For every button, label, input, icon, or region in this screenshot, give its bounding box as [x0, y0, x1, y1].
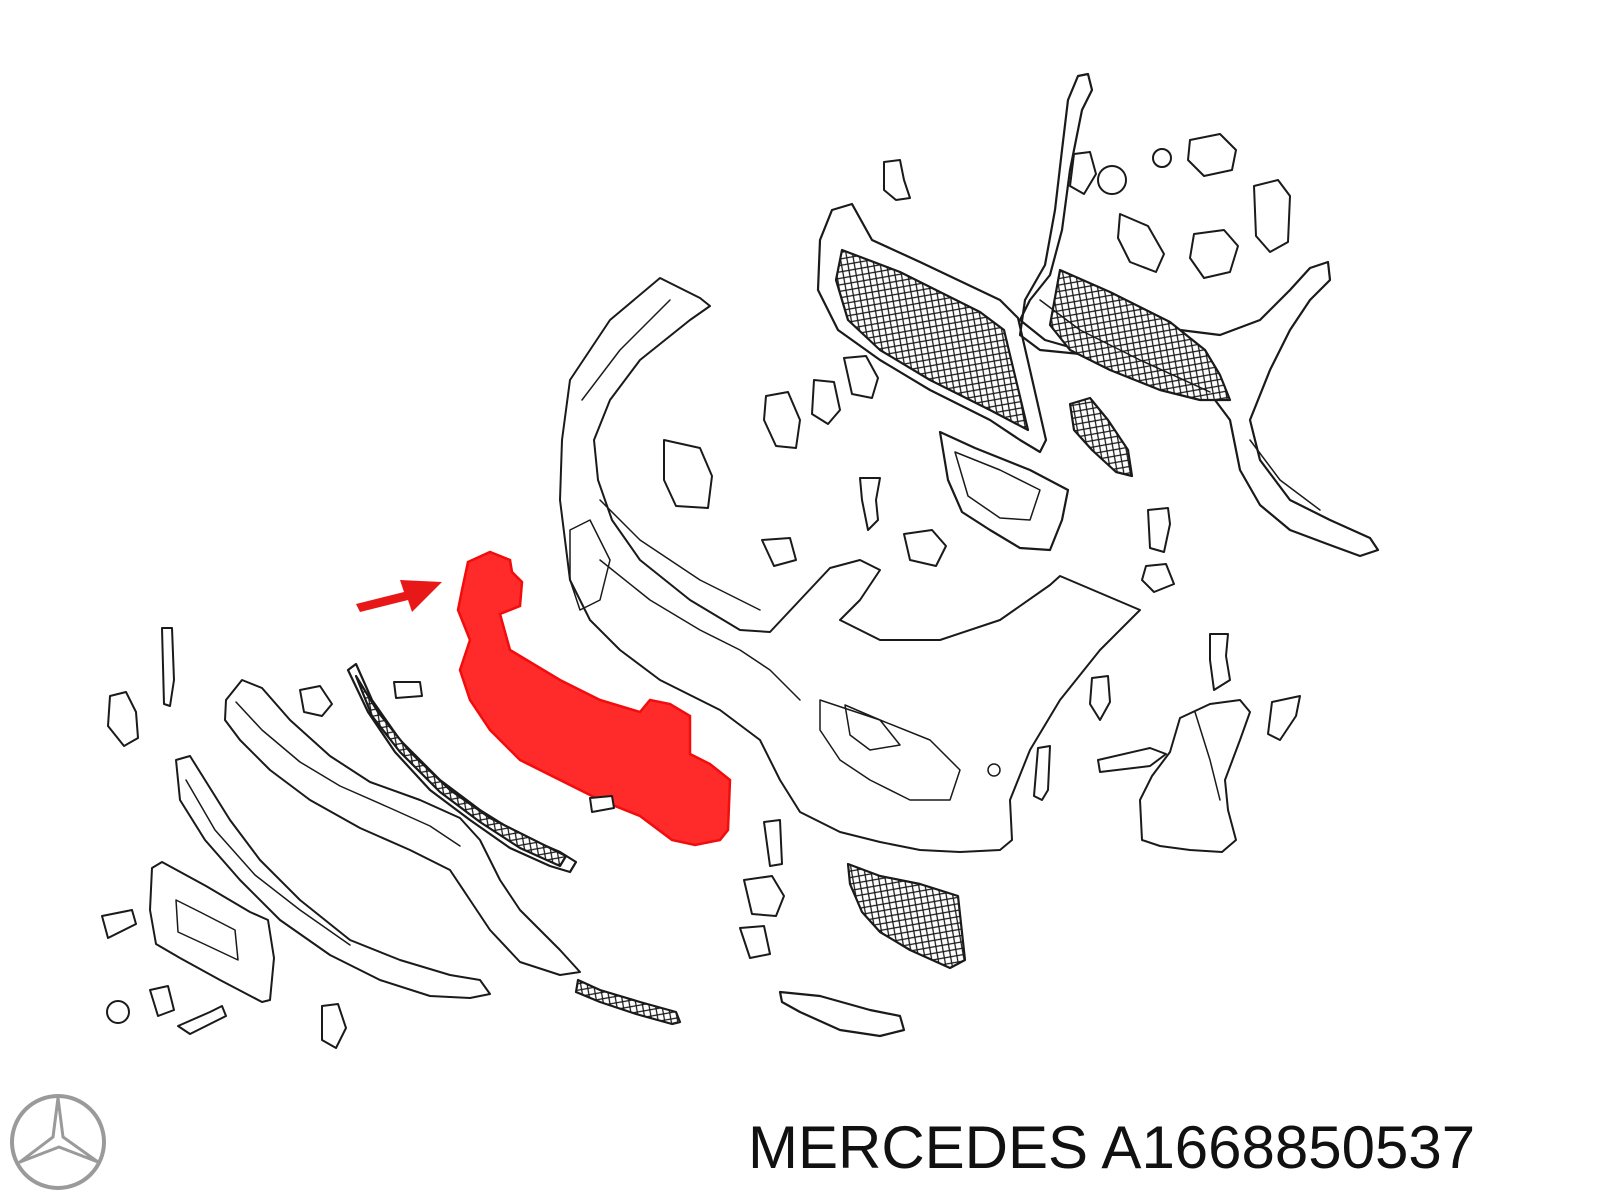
mercedes-star-icon — [10, 1094, 106, 1190]
lower-spoiler — [224, 679, 581, 976]
front-skid-plate — [175, 755, 491, 999]
bottom-trim-pieces — [574, 862, 967, 1038]
bumper-energy-absorber-highlighted — [456, 550, 732, 847]
brand-name: MERCEDES — [748, 1114, 1089, 1181]
licence-plate-holder — [149, 861, 275, 1003]
bumper-cover — [559, 277, 1141, 853]
grille-insert-right — [1068, 396, 1134, 478]
radiator-grille — [816, 202, 1048, 454]
red-arrow-icon — [356, 580, 442, 612]
fog-lamp-frame — [938, 430, 1070, 552]
part-number: A1668850537 — [1101, 1114, 1476, 1181]
bumper-mounting-bracket — [1018, 72, 1380, 558]
wheel-arch-liner — [1139, 699, 1251, 853]
part-caption: MERCEDES A1668850537 — [748, 1108, 1475, 1188]
lower-trim-strip — [346, 662, 578, 874]
fasteners-and-clips — [101, 133, 1301, 1049]
